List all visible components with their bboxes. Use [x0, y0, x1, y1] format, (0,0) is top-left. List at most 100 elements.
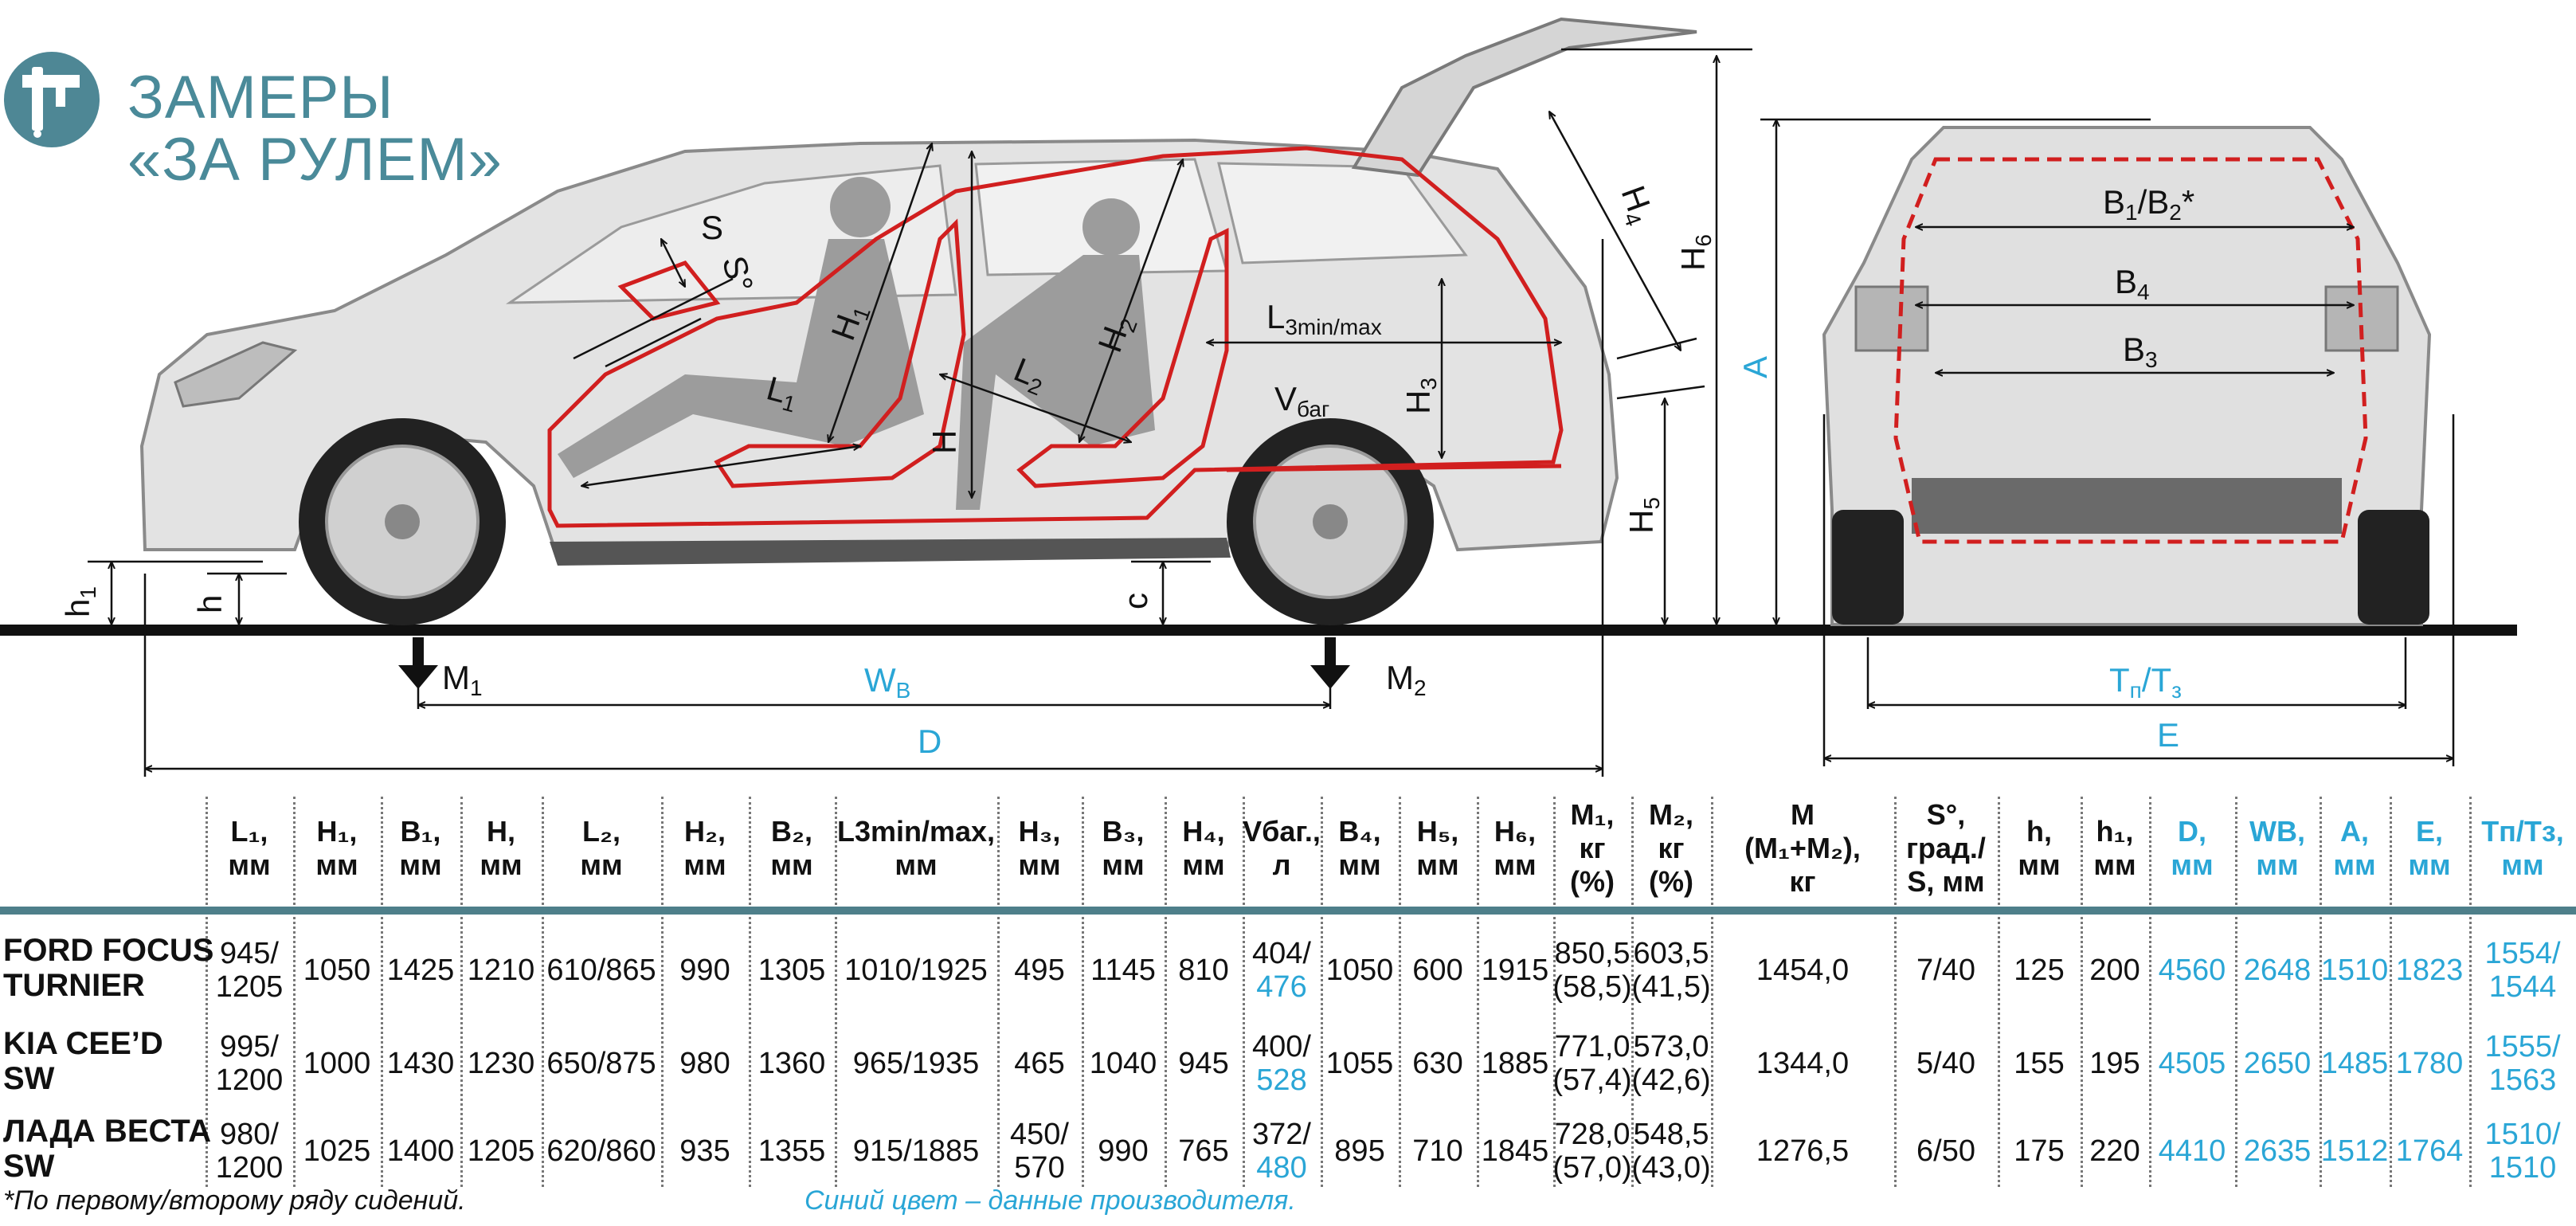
- table-cell: 1885: [1477, 1021, 1553, 1106]
- table-cell: 610/865: [542, 928, 661, 1013]
- column-header-line: мм: [1338, 848, 1381, 881]
- column-header-line: L3min/max,: [836, 815, 996, 848]
- table-cell: 650/875: [542, 1021, 661, 1106]
- table-cell-line: (42,6): [1631, 1063, 1711, 1097]
- column-separator: [1165, 797, 1167, 1187]
- table-cell: 450/570: [997, 1109, 1082, 1193]
- table-cell-line: (58,5): [1552, 970, 1632, 1004]
- column-header-line: мм: [770, 848, 813, 881]
- table-cell: 1400: [381, 1109, 460, 1193]
- table-cell: 1050: [293, 928, 381, 1013]
- label-m1: M1: [442, 659, 483, 700]
- table-cell-line: 1563: [2488, 1063, 2557, 1097]
- table-cell: 771,0(57,4): [1552, 1021, 1631, 1106]
- table-cell: 810: [1165, 928, 1243, 1013]
- column-separator: [2320, 797, 2322, 1187]
- table-cell-line: 1764: [2395, 1134, 2464, 1168]
- column-header-line: мм: [1494, 848, 1537, 881]
- table-cell: 573,0(42,6): [1631, 1021, 1711, 1106]
- column-header-line: H₃,: [1018, 815, 1061, 848]
- label-tp-tz: Tп/Tз: [2109, 661, 2182, 703]
- label-m2: M2: [1386, 659, 1427, 700]
- table-cell: 1055: [1321, 1021, 1399, 1106]
- column-separator: [1082, 797, 1084, 1187]
- table-cell-line: 915/1885: [852, 1134, 980, 1168]
- column-header: h,мм: [1998, 789, 2081, 908]
- table-cell: 465: [997, 1021, 1082, 1106]
- column-separator: [2390, 797, 2392, 1187]
- column-header-line: WB,: [2249, 815, 2305, 848]
- table-cell-line: 810: [1178, 954, 1229, 987]
- title-line-1: ЗАМЕРЫ: [127, 64, 394, 131]
- table-cell-line: 528: [1256, 1063, 1307, 1097]
- table-cell: 2650: [2235, 1021, 2320, 1106]
- footnote-right: Синий цвет – данные производителя.: [805, 1185, 1296, 1216]
- table-cell-line: 1400: [386, 1134, 455, 1168]
- column-separator: [1998, 797, 2000, 1187]
- column-header-line: мм: [1416, 848, 1459, 881]
- column-header-line: мм: [683, 848, 726, 881]
- table-cell-line: 945/: [220, 937, 279, 970]
- table-cell: 1823: [2390, 928, 2469, 1013]
- table-cell: 630: [1399, 1021, 1477, 1106]
- table-cell-line: 7/40: [1916, 954, 1975, 987]
- column-header-line: кг: [1658, 832, 1685, 864]
- table-header-rule: [0, 907, 2576, 915]
- table-cell: 1555/1563: [2469, 1021, 2576, 1106]
- label-h6: H6: [1674, 234, 1716, 271]
- table-cell-line: 620/860: [546, 1134, 656, 1168]
- table-cell-line: 2635: [2243, 1134, 2312, 1168]
- column-header-line: L₁,: [230, 815, 268, 848]
- table-cell: 155: [1998, 1021, 2081, 1106]
- column-separator: [206, 797, 208, 1187]
- table-cell-line: 1554/: [2484, 937, 2561, 970]
- table-cell: 945: [1165, 1021, 1243, 1106]
- table-cell-line: 1510: [2488, 1151, 2557, 1185]
- column-header-line: мм: [580, 848, 623, 881]
- table-cell: 980/1200: [206, 1109, 293, 1193]
- table-cell: 1510: [2320, 928, 2390, 1013]
- table-cell-line: 1512: [2320, 1134, 2389, 1168]
- table-cell: 1040: [1082, 1021, 1165, 1106]
- column-header-line: A,: [2340, 815, 2369, 848]
- table-cell-line: 1050: [1325, 954, 1394, 987]
- column-header-line: B₄,: [1338, 815, 1381, 848]
- label-h1-ground: h1: [59, 586, 100, 617]
- table-cell-line: 573,0: [1633, 1030, 1709, 1063]
- table-cell-line: 548,5: [1633, 1118, 1709, 1151]
- table-cell: 1355: [749, 1109, 835, 1193]
- table-cell-line: 480: [1256, 1151, 1307, 1185]
- table-cell: 990: [1082, 1109, 1165, 1193]
- table-cell: 1210: [460, 928, 542, 1013]
- column-header-line: H₁,: [316, 815, 358, 848]
- column-header: H,мм: [460, 789, 542, 908]
- table-cell-line: 965/1935: [852, 1047, 980, 1080]
- table-cell: 1764: [2390, 1109, 2469, 1193]
- table-cell-line: 710: [1412, 1134, 1463, 1168]
- table-cell: 935: [661, 1109, 749, 1193]
- table-cell: 195: [2081, 1021, 2149, 1106]
- column-header-line: H₆,: [1494, 815, 1537, 848]
- table-cell-line: 220: [2089, 1134, 2140, 1168]
- column-header-line: мм: [228, 848, 271, 881]
- table-cell: 125: [1998, 928, 2081, 1013]
- row-model-name-line: FORD FOCUS: [3, 933, 214, 968]
- table-cell-line: 1276,5: [1756, 1134, 1850, 1168]
- column-header: L₂,мм: [542, 789, 661, 908]
- column-header-line: B₂,: [771, 815, 812, 848]
- label-b3: B3: [2123, 331, 2158, 372]
- column-header-line: M₁,: [1570, 798, 1615, 831]
- column-header-line: мм: [2333, 848, 2376, 881]
- table-cell: 945/1205: [206, 928, 293, 1013]
- column-header: H₂,мм: [661, 789, 749, 908]
- column-header: H₆,мм: [1477, 789, 1553, 908]
- column-header-line: L₂,: [582, 815, 621, 848]
- column-header-line: H₄,: [1182, 815, 1225, 848]
- table-cell: 4560: [2149, 928, 2235, 1013]
- table-cell-line: 1305: [758, 954, 826, 987]
- column-header-line: (M₁+M₂),: [1744, 832, 1861, 864]
- table-cell: 600: [1399, 928, 1477, 1013]
- table-cell-line: 895: [1334, 1134, 1385, 1168]
